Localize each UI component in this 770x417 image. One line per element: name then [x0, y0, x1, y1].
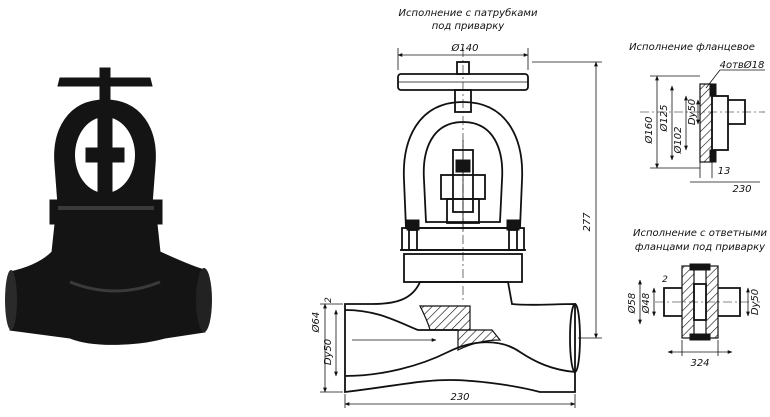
dim-edge: 2: [324, 297, 334, 303]
dim-height: 277: [582, 212, 593, 232]
dim-length: 230: [450, 392, 469, 403]
flange-title: Исполнение фланцевое: [629, 42, 755, 53]
weld-title-line-1: Исполнение с патрубками: [399, 7, 538, 19]
flange-d160: Ø160: [643, 117, 655, 145]
flange-thick: 13: [718, 166, 731, 177]
dim-nominal: Dу50: [323, 339, 334, 365]
valve-photo: [5, 67, 212, 345]
flange-d102: Ø102: [672, 127, 684, 155]
dim-width-top: Ø140: [451, 42, 479, 54]
flange-version-drawing: Исполнение фланцевое 4отвØ18 Ø160 Ø125 Ø…: [629, 42, 765, 195]
dim-outer-dia: Ø64: [310, 312, 322, 334]
mating-edge: 2: [662, 275, 668, 285]
main-section-drawing: Исполнение с патрубками под приварку: [310, 7, 602, 408]
mating-flange-drawing: Исполнение с ответными фланцами под прив…: [626, 228, 768, 369]
mating-d58: Ø58: [626, 293, 638, 315]
flange-nominal: Dу50: [687, 99, 698, 125]
mating-title-line-2: фланцами под приварку: [635, 242, 766, 253]
mating-d48: Ø48: [640, 293, 652, 315]
weld-title-line-2: под приварку: [432, 21, 506, 32]
mating-title-line-1: Исполнение с ответными: [633, 228, 768, 239]
mating-length: 324: [690, 358, 709, 369]
flange-length: 230: [732, 184, 751, 195]
mating-nominal: Dу50: [750, 289, 761, 315]
flange-d125: Ø125: [658, 105, 670, 133]
flange-holes: 4отвØ18: [720, 59, 765, 71]
